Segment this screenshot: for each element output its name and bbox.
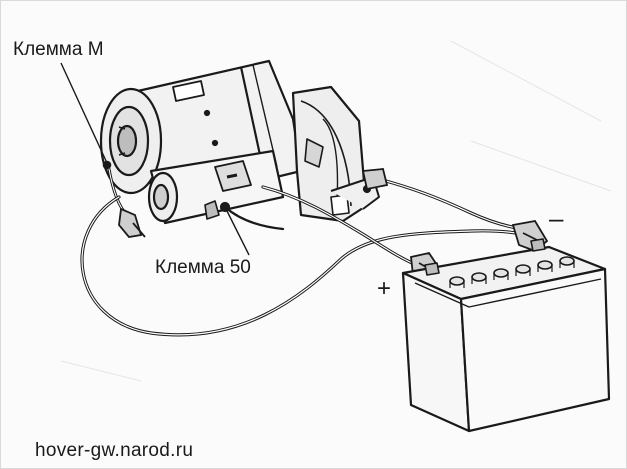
terminal-m-label: Клемма М <box>13 39 104 60</box>
battery-plus-sign: + <box>377 275 392 302</box>
source-watermark: hover-gw.narod.ru <box>35 440 194 461</box>
starter-motor-icon <box>99 59 380 225</box>
battery-icon <box>401 238 611 433</box>
paper-texture <box>60 40 612 382</box>
terminal-50-label: Клемма 50 <box>155 257 251 278</box>
battery-minus-sign: – <box>549 203 564 233</box>
label-leaders <box>60 62 250 256</box>
